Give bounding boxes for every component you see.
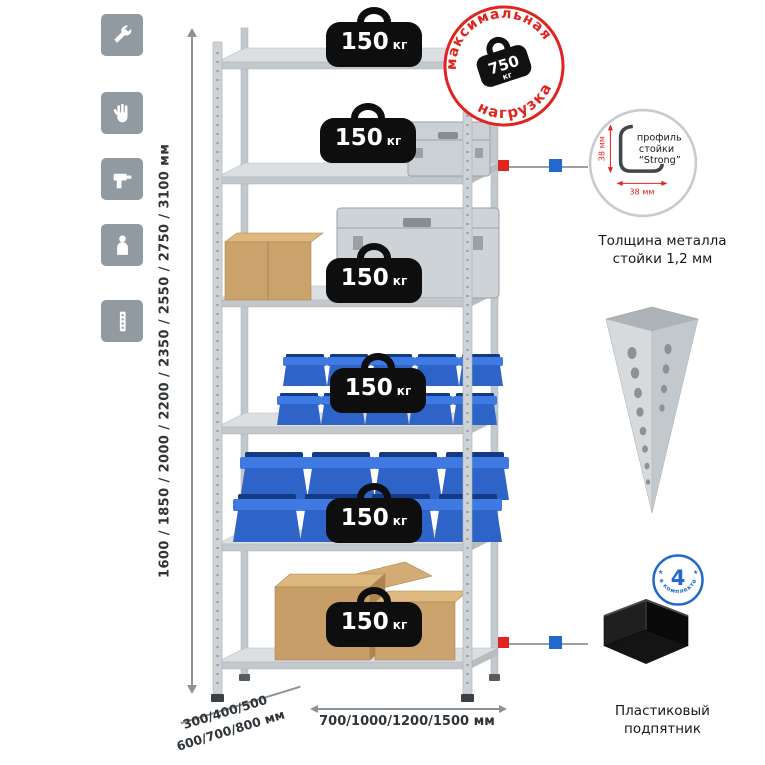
feature-gloves	[101, 92, 143, 134]
badge-number: 4	[671, 566, 686, 590]
dimension-horizontal	[616, 180, 668, 186]
load-value: 150	[344, 375, 393, 401]
gloves-icon	[113, 103, 127, 122]
load-value: 150	[340, 265, 389, 291]
badge-star-right: ★	[693, 569, 698, 576]
load-unit: кг	[392, 38, 408, 52]
stamp-unit: кг	[501, 70, 513, 82]
profile-caption-line2: стойки 1,2 мм	[612, 251, 713, 268]
feature-post	[101, 300, 143, 342]
load-unit: кг	[396, 384, 412, 398]
corner-post-image	[604, 306, 700, 514]
feature-drill	[101, 158, 143, 200]
load-value: 150	[334, 125, 383, 151]
profile-text-1: профиль	[637, 133, 682, 144]
load-unit: кг	[392, 274, 408, 288]
plastic-foot-image	[603, 598, 689, 664]
profile-text-3: “Strong”	[639, 155, 681, 166]
width-dimension-line	[316, 708, 500, 710]
load-unit: кг	[386, 134, 402, 148]
profile-callout: 38 мм 38 мм профиль стойки “Strong”	[588, 108, 698, 218]
arrow-right-icon	[499, 705, 507, 713]
feature-wrench	[101, 14, 143, 56]
profile-caption: Толщина металла стойки 1,2 мм	[580, 232, 745, 268]
post-holes	[627, 343, 672, 485]
load-value: 150	[340, 505, 389, 531]
foot-caption-line2: подпятник	[624, 721, 701, 738]
perforated-post-icon	[119, 311, 126, 331]
load-unit: кг	[392, 618, 408, 632]
dimension-vertical	[607, 124, 613, 174]
profile-text-2: стойки	[639, 144, 674, 155]
person-icon	[116, 234, 128, 255]
height-dimension-line	[191, 32, 193, 690]
load-value: 150	[340, 609, 389, 635]
dim-horizontal-label: 38 мм	[629, 187, 654, 197]
cardboard-box	[224, 232, 324, 301]
arrow-left-icon	[310, 705, 318, 713]
wrench-icon	[113, 25, 131, 43]
badge-star-left: ★	[658, 569, 663, 576]
foot-caption-line1: Пластиковый	[615, 703, 710, 719]
dim-vertical-label: 38 мм	[596, 136, 606, 161]
drill-icon	[113, 173, 131, 188]
callout-line-foot	[500, 643, 588, 645]
foot-caption: Пластиковый подпятник	[580, 702, 745, 738]
quantity-badge: 4 в комплекте ★ ★	[652, 554, 704, 606]
width-dimension-label: 700/1000/1200/1500 мм	[319, 714, 495, 729]
arrow-up-icon	[187, 28, 197, 37]
blue-marker	[549, 159, 562, 172]
load-value: 150	[340, 29, 389, 55]
stamp-weight-body	[476, 45, 532, 87]
profile-section-drawing	[618, 124, 665, 173]
red-marker	[498, 637, 509, 648]
blue-marker	[549, 636, 562, 649]
profile-caption-line1: Толщина металла	[598, 233, 727, 249]
callout-line-profile	[500, 166, 588, 168]
height-dimension-label: 1600 / 1850 / 2000 / 2200 / 2350 / 2550 …	[157, 143, 173, 579]
feature-person	[101, 224, 143, 266]
arrow-down-icon	[187, 685, 197, 694]
load-unit: кг	[392, 514, 408, 528]
red-marker	[498, 160, 509, 171]
